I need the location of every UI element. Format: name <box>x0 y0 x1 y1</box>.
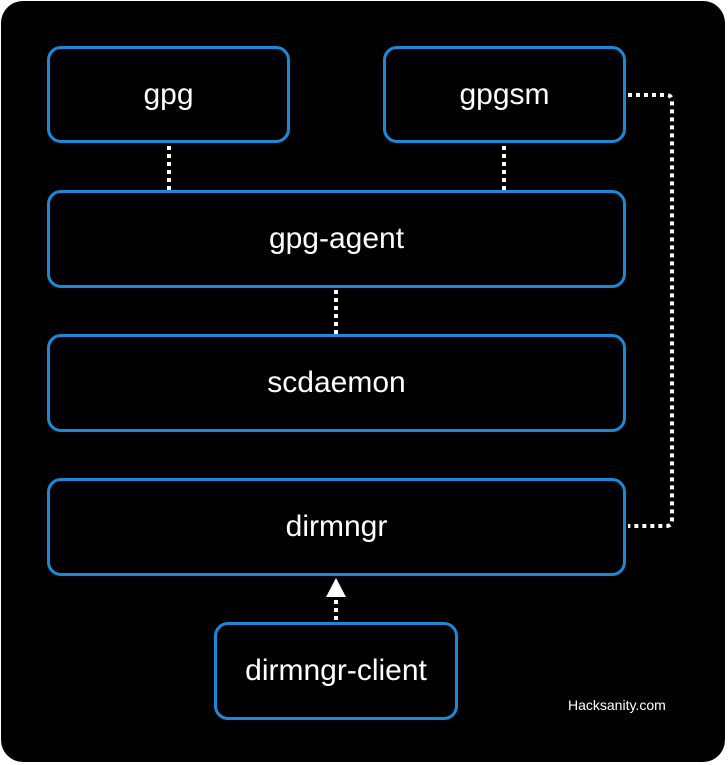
node-gpg-agent-label: gpg-agent <box>268 222 405 255</box>
watermark-text: Hacksanity.com <box>568 697 666 713</box>
node-gpgsm-label: gpgsm <box>459 77 550 111</box>
node-gpgsm: gpgsm <box>383 46 626 143</box>
node-gpg: gpg <box>47 46 290 143</box>
edge-gpgsm-to-dirmngr <box>628 93 674 528</box>
node-dirmngr: dirmngr <box>47 478 626 576</box>
node-scdaemon: scdaemon <box>47 334 626 432</box>
arrowhead-up-icon <box>326 578 346 597</box>
node-dirmngr-client-label: dirmngr-client <box>245 654 427 687</box>
node-dirmngr-client: dirmngr-client <box>214 622 458 720</box>
node-gpg-agent: gpg-agent <box>47 190 626 288</box>
node-gpg-label: gpg <box>143 77 194 111</box>
node-scdaemon-label: scdaemon <box>267 366 406 399</box>
node-dirmngr-label: dirmngr <box>285 510 388 543</box>
